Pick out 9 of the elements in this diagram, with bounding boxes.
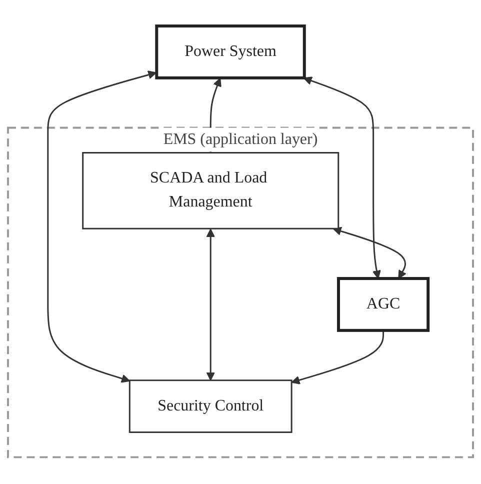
node-box: Security Control — [128, 380, 292, 434]
arrow — [291, 330, 384, 385]
arrow — [332, 227, 406, 280]
arrow — [303, 76, 381, 280]
arrow — [206, 229, 215, 382]
node-box: AGC — [336, 277, 430, 332]
node-box: Power System — [155, 24, 306, 80]
arrow — [47, 70, 157, 384]
node-box: SCADA and Load Management — [82, 152, 340, 230]
